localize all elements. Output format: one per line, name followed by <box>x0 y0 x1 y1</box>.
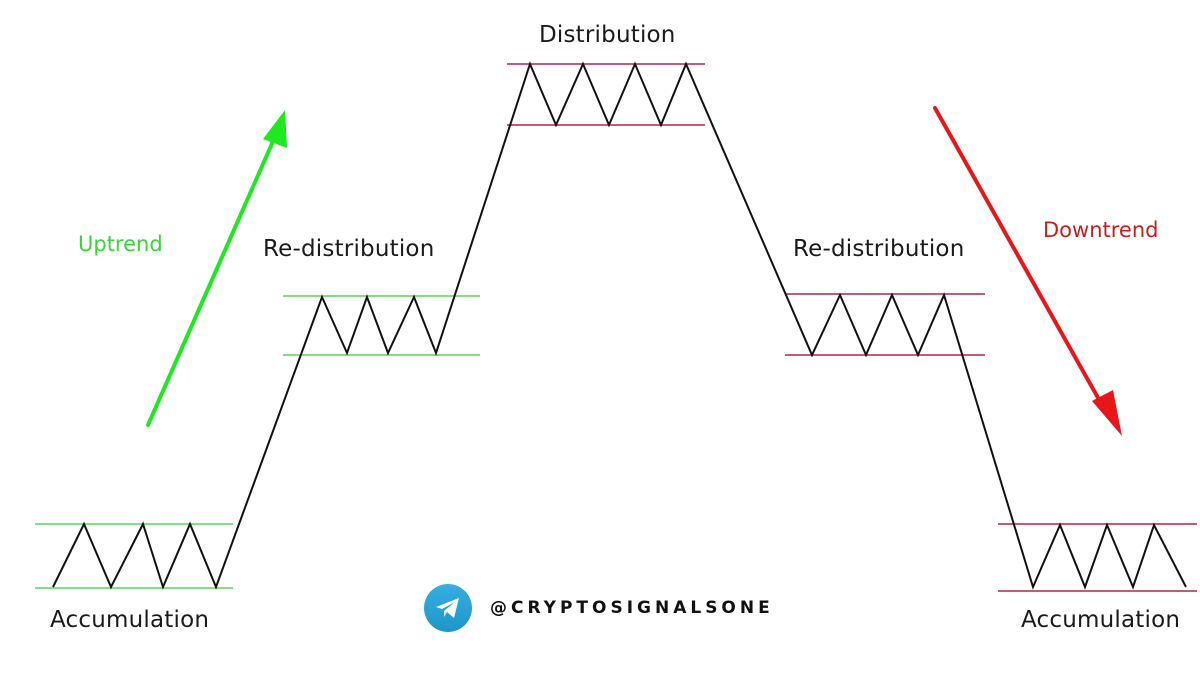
branding: @CRYPTOSIGNALSONE <box>424 584 774 632</box>
phase-label-distribution: Distribution <box>539 22 676 48</box>
phase-label-accumulation-left: Accumulation <box>50 607 210 633</box>
uptrend-label: Uptrend <box>78 232 163 256</box>
price-zigzag-line <box>52 61 1187 590</box>
phase-label-redistribution-left: Re-distribution <box>263 236 435 262</box>
telegram-handle[interactable]: @CRYPTOSIGNALSONE <box>490 598 774 618</box>
downtrend-label: Downtrend <box>1043 218 1159 242</box>
downtrend-arrow-icon <box>933 106 1122 436</box>
phase-label-redistribution-right: Re-distribution <box>793 236 965 262</box>
range-lines <box>35 63 1197 592</box>
uptrend-arrow-icon <box>146 110 287 427</box>
telegram-icon[interactable] <box>424 584 472 632</box>
phase-label-accumulation-right: Accumulation <box>1021 607 1181 633</box>
